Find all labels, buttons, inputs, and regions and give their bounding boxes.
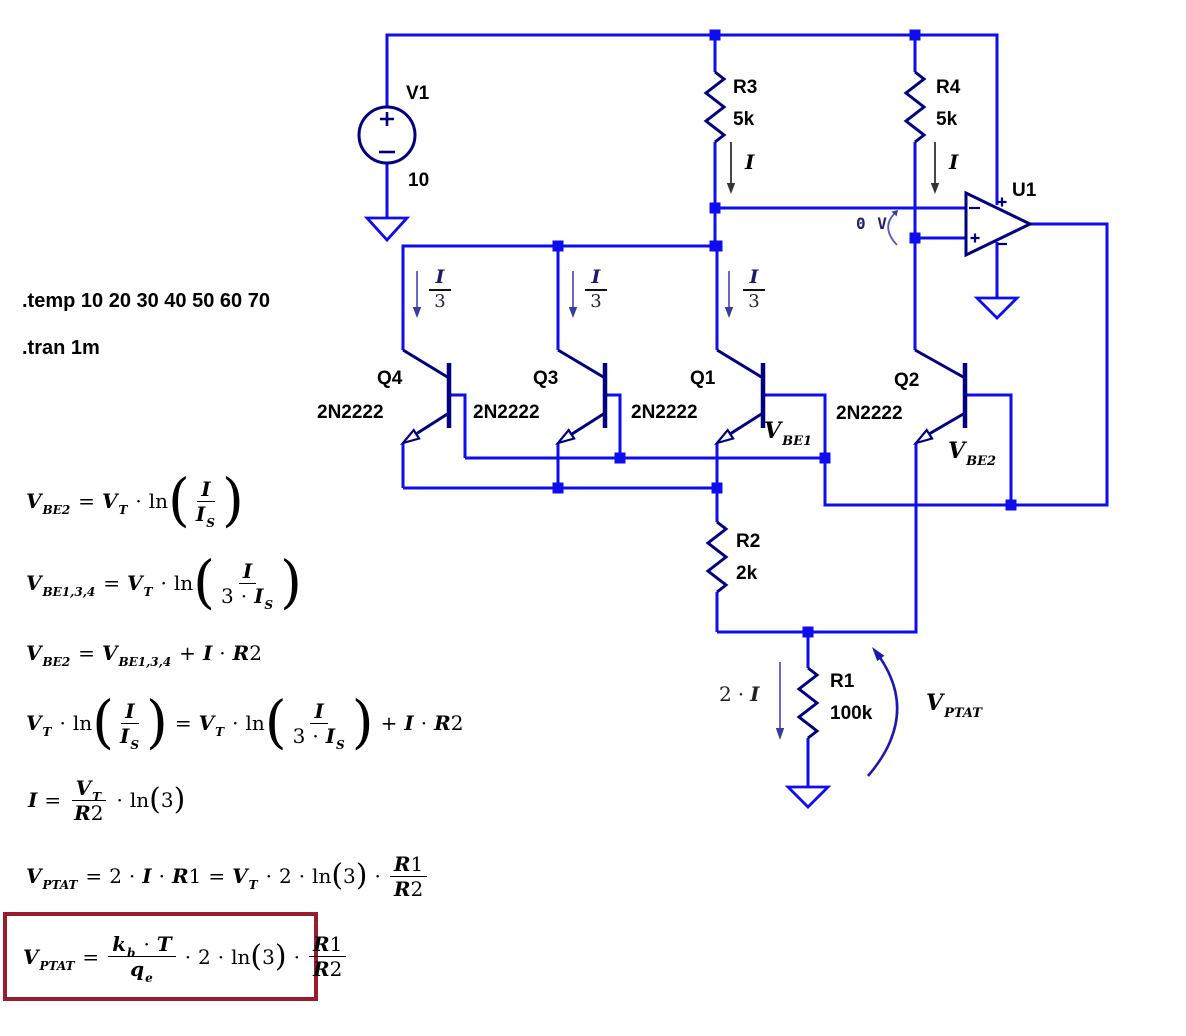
fraction-bar xyxy=(429,289,451,291)
arrow-i3-q4-icon xyxy=(412,271,422,318)
arrow-i-r3-icon xyxy=(726,142,736,194)
junction-dots xyxy=(552,29,1017,638)
current-label-r4: I xyxy=(949,150,959,174)
wire-net[interactable] xyxy=(385,33,1109,787)
opamp-polarity-marks xyxy=(969,197,1007,246)
arrow-i3-q1-icon xyxy=(724,271,734,318)
transistor-q2[interactable] xyxy=(912,348,968,446)
ground-r1-icon xyxy=(784,785,832,809)
arrow-2i-r1-icon xyxy=(775,662,785,740)
vbe1-label: VBE1 xyxy=(764,418,813,449)
resistor-r4[interactable] xyxy=(903,70,927,144)
opamp-u1[interactable] xyxy=(964,190,1034,258)
r3-name-label[interactable]: R3 xyxy=(733,77,758,98)
zero-volt-label: 0 V xyxy=(856,214,888,233)
r1-name-label[interactable]: R1 xyxy=(830,671,855,692)
arrow-zero-volt-icon xyxy=(887,210,898,246)
spice-directive-tran[interactable]: .tran 1m xyxy=(22,337,100,359)
resistor-r3[interactable] xyxy=(703,70,727,144)
r4-name-label[interactable]: R4 xyxy=(936,77,961,98)
r1-value-label[interactable]: 100k xyxy=(830,703,873,724)
q1-model-label[interactable]: 2N2222 xyxy=(631,402,698,423)
r2-name-label[interactable]: R2 xyxy=(736,531,761,552)
transistor-q4[interactable] xyxy=(399,348,452,446)
arrow-vptat-arc-icon xyxy=(867,647,899,777)
fraction-bar xyxy=(585,289,607,291)
resistor-r2[interactable] xyxy=(705,520,729,594)
ground-v1-icon xyxy=(363,216,411,243)
ground-opamp-icon xyxy=(973,296,1021,320)
q4-emitter-arrow-icon xyxy=(399,428,421,446)
v1-name-label[interactable]: V1 xyxy=(406,83,430,104)
u1-name-label[interactable]: U1 xyxy=(1012,180,1037,201)
q4-name-label[interactable]: Q4 xyxy=(377,368,403,389)
arrow-i-r4-icon xyxy=(930,142,940,194)
q2-model-label[interactable]: 2N2222 xyxy=(836,403,903,424)
r4-value-label[interactable]: 5k xyxy=(936,109,958,130)
vbe2-label: VBE2 xyxy=(948,438,997,469)
q1-name-label[interactable]: Q1 xyxy=(690,368,716,389)
voltage-source-v1[interactable] xyxy=(357,105,417,165)
current-arrows xyxy=(412,142,940,777)
transistor-q3[interactable] xyxy=(554,348,608,446)
q1-emitter-arrow-icon xyxy=(713,428,735,446)
q3-model-label[interactable]: 2N2222 xyxy=(473,402,540,423)
q3-emitter-arrow-icon xyxy=(554,428,576,446)
current-label-2i: 2·I xyxy=(719,682,760,706)
q2-name-label[interactable]: Q2 xyxy=(894,370,920,391)
current-label-r3: I xyxy=(745,150,755,174)
arrow-i3-q3-icon xyxy=(568,271,578,318)
q2-emitter-arrow-icon xyxy=(912,428,934,446)
ground-symbols[interactable] xyxy=(363,216,1021,809)
fraction-bar xyxy=(743,289,765,291)
r3-value-label[interactable]: 5k xyxy=(733,109,755,130)
transistor-q1[interactable] xyxy=(713,348,766,446)
r2-value-label[interactable]: 2k xyxy=(736,563,758,584)
q3-name-label[interactable]: Q3 xyxy=(533,368,559,389)
q4-model-label[interactable]: 2N2222 xyxy=(317,402,384,423)
resistor-r1[interactable] xyxy=(796,666,820,740)
vptat-label: VPTAT xyxy=(926,690,982,721)
spice-directive-temp[interactable]: .temp 10 20 30 40 50 60 70 xyxy=(22,290,270,312)
v1-value-label[interactable]: 10 xyxy=(408,170,430,191)
